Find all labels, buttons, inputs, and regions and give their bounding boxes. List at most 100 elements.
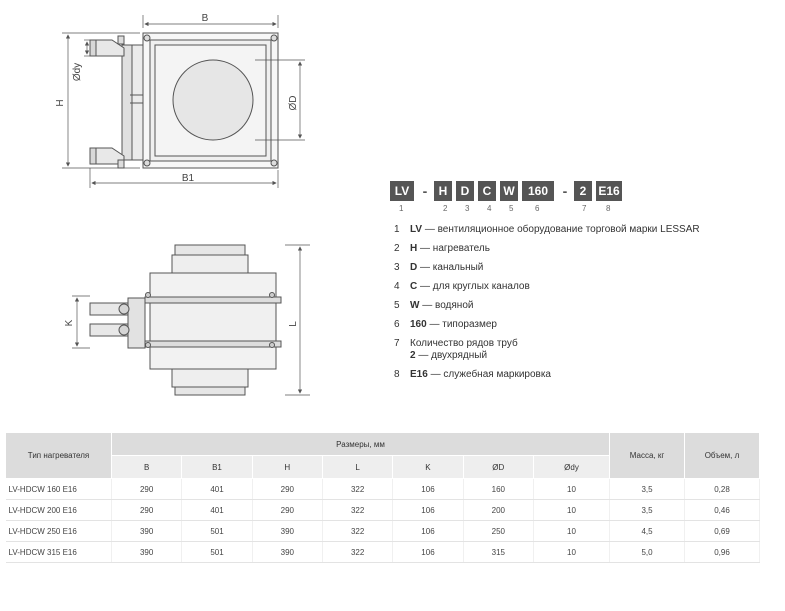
code-number: 6 <box>535 204 540 213</box>
legend-description: — служебная маркировка <box>427 369 551 380</box>
legend-code: 2 <box>410 350 416 361</box>
code-part-w: W <box>500 181 518 201</box>
table-row: LV-HDCW 315 E16 390 501 390 322 106 315 … <box>5 541 760 563</box>
legend-number: 5 <box>394 300 400 311</box>
cell-ody: 10 <box>533 499 611 521</box>
cell-type: LV-HDCW 250 E16 <box>5 520 112 542</box>
code-number: 8 <box>606 204 611 213</box>
model-code: LV - H D C W 160 - 2 E16 <box>390 180 626 202</box>
technical-drawings: B B1 H Ødy ØD K L <box>55 13 310 396</box>
legend-code: LV <box>410 224 423 235</box>
subheader-k: K <box>392 455 464 479</box>
cell-mass: 4,5 <box>609 520 685 542</box>
legend-code: C <box>410 281 418 292</box>
code-number: 3 <box>465 204 470 213</box>
code-number: 2 <box>443 204 448 213</box>
cell-od: 315 <box>463 541 534 563</box>
code-number: 4 <box>487 204 492 213</box>
header-type: Тип нагревателя <box>5 432 112 479</box>
cell-k: 106 <box>392 541 464 563</box>
cell-volume: 0,46 <box>684 499 760 521</box>
cell-h: 390 <box>252 541 323 563</box>
cell-od: 250 <box>463 520 534 542</box>
cell-b1: 501 <box>181 541 253 563</box>
subheader-h: H <box>251 455 323 479</box>
cell-h: 290 <box>252 478 323 500</box>
cell-b1: 401 <box>181 499 253 521</box>
cell-b: 390 <box>111 520 183 542</box>
legend-number: 1 <box>394 224 400 235</box>
cell-volume: 0,96 <box>684 541 760 563</box>
table-row: LV-HDCW 160 E16 290 401 290 322 106 160 … <box>5 478 760 500</box>
legend-description: — нагреватель <box>417 243 490 254</box>
code-part-d: D <box>456 181 474 201</box>
table-row: LV-HDCW 250 E16 390 501 390 322 106 250 … <box>5 520 760 542</box>
cell-b: 290 <box>111 478 183 500</box>
code-number: 7 <box>582 204 587 213</box>
table-row: LV-HDCW 200 E16 290 401 290 322 106 200 … <box>5 499 760 521</box>
dim-b-label: B <box>202 13 209 24</box>
legend-code: H <box>410 243 418 254</box>
cell-type: LV-HDCW 160 E16 <box>5 478 112 500</box>
code-part-c: C <box>478 181 496 201</box>
code-separator: - <box>562 183 568 199</box>
cell-l: 322 <box>322 478 394 500</box>
legend-description: — вентиляционное оборудование торговой м… <box>422 224 700 235</box>
cell-ody: 10 <box>533 520 611 542</box>
legend-number: 7 <box>394 338 400 349</box>
dim-l-label: L <box>288 321 299 327</box>
code-number: 5 <box>509 204 514 213</box>
code-part-lv: LV <box>390 181 414 201</box>
cell-mass: 3,5 <box>609 499 685 521</box>
cell-k: 106 <box>392 520 464 542</box>
legend-code: 160 <box>410 319 427 330</box>
legend-description: — двухрядный <box>415 350 488 361</box>
legend-number: 6 <box>394 319 400 330</box>
cell-od: 200 <box>463 499 534 521</box>
front-view-drawing <box>89 32 279 169</box>
subheader-od: ØD <box>462 455 534 479</box>
legend-code: E16 <box>410 369 428 380</box>
cell-mass: 3,5 <box>609 478 685 500</box>
cell-volume: 0,69 <box>684 520 760 542</box>
code-number: 1 <box>399 204 404 213</box>
subheader-b: B <box>110 455 183 479</box>
legend-description: — для круглых каналов <box>417 281 530 292</box>
legend-description: — канальный <box>417 262 484 273</box>
cell-volume: 0,28 <box>684 478 760 500</box>
legend-description: Количество рядов труб <box>410 338 518 349</box>
legend-description: — водяной <box>419 300 474 311</box>
legend-number: 2 <box>394 243 400 254</box>
subheader-l: L <box>321 455 394 479</box>
cell-h: 290 <box>252 499 323 521</box>
code-part-h: H <box>434 181 452 201</box>
cell-h: 390 <box>252 520 323 542</box>
cell-b: 390 <box>111 541 183 563</box>
cell-l: 322 <box>322 520 394 542</box>
cell-type: LV-HDCW 200 E16 <box>5 499 112 521</box>
header-mass: Масса, кг <box>609 432 685 479</box>
header-volume: Объем, л <box>684 432 760 479</box>
legend-number: 8 <box>394 369 400 380</box>
legend-description: — типоразмер <box>426 319 497 330</box>
cell-ody: 10 <box>533 541 611 563</box>
cell-b: 290 <box>111 499 183 521</box>
code-part-size: 160 <box>522 181 554 201</box>
legend-code: W <box>410 300 420 311</box>
legend-code: D <box>410 262 418 273</box>
side-view-drawing <box>89 244 282 396</box>
cell-type: LV-HDCW 315 E16 <box>5 541 112 563</box>
cell-l: 322 <box>322 541 394 563</box>
code-part-marking: E16 <box>596 181 622 201</box>
spec-table: Тип нагревателя Размеры, мм Масса, кг Об… <box>5 432 760 563</box>
cell-b1: 401 <box>181 478 253 500</box>
dim-od-label: ØD <box>288 96 299 111</box>
subheader-ody: Ødy <box>532 455 611 479</box>
dim-h-label: H <box>55 99 66 106</box>
cell-od: 160 <box>463 478 534 500</box>
cell-ody: 10 <box>533 478 611 500</box>
code-separator: - <box>422 183 428 199</box>
legend-number: 3 <box>394 262 400 273</box>
cell-mass: 5,0 <box>609 541 685 563</box>
legend-number: 4 <box>394 281 400 292</box>
